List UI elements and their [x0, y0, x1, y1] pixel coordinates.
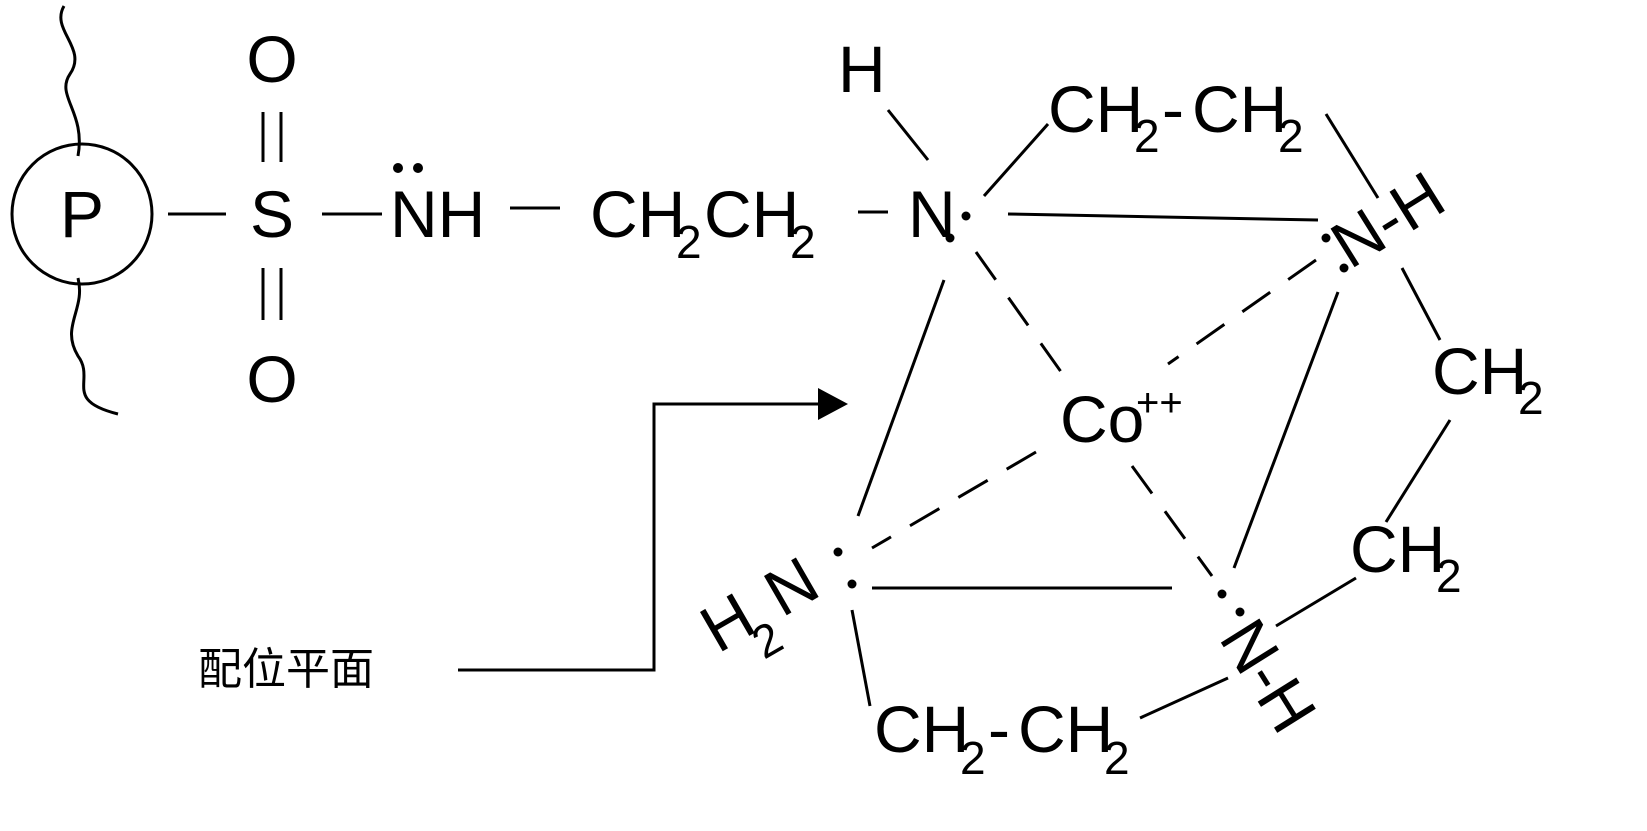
bond-bridge-nright: [1324, 113, 1380, 199]
top-bridge-sub-a: 2: [1134, 110, 1160, 162]
right-ch2-upper: CH: [1432, 334, 1527, 408]
polymer-chain-bottom: [70, 277, 119, 416]
polymer-chain-top: [59, 5, 81, 157]
n-top-hydrogen: H: [838, 32, 886, 106]
bond-nright-ch2-upper: [1400, 267, 1442, 341]
right-ch2-upper-sub: 2: [1518, 372, 1544, 424]
lone-pair-dot-1: [393, 163, 403, 173]
n-right-top: N-H: [1318, 157, 1457, 282]
bottom-bridge-ch2-a: CH: [874, 692, 969, 766]
dash-ntop-co: [974, 251, 1066, 377]
bond-n-top-h: [886, 109, 930, 161]
bottom-bridge-dash: -: [988, 692, 1010, 766]
linker-ch2-b: CH: [704, 177, 799, 251]
dash-nright-co: [1167, 258, 1317, 366]
annotation-arrow-head: [818, 388, 848, 420]
right-ch2-lower-sub: 2: [1436, 550, 1462, 602]
bottom-bridge-sub-a: 2: [960, 732, 986, 784]
top-bridge-ch2-b: CH: [1192, 72, 1287, 146]
amine-nh: NH: [390, 177, 485, 251]
n-top-dot-2: [945, 233, 955, 243]
top-bridge-dash: -: [1162, 72, 1184, 146]
oxygen-top: O: [246, 22, 297, 96]
lone-pair-dot-2: [413, 163, 423, 173]
n-top-dot-1: [961, 211, 971, 221]
bond-ch2-lower-nright-bottom: [1275, 576, 1357, 628]
linker-ch2-a: CH: [590, 177, 685, 251]
bottom-bridge-sub-b: 2: [1104, 732, 1130, 784]
polymer-label: P: [60, 177, 104, 251]
edge-ntop-nleft: [856, 279, 946, 517]
top-bridge-ch2-a: CH: [1048, 72, 1143, 146]
top-bridge-sub-b: 2: [1278, 110, 1304, 162]
n-right-bottom: N-H: [1206, 606, 1331, 745]
bond-ch2-upper-lower: [1384, 419, 1452, 523]
edge-ntop-nright: [1007, 212, 1319, 222]
annotation-arrow-line: [458, 402, 826, 672]
n-left-bottom-dot-2: [847, 579, 857, 589]
dash-co-nleft: [871, 450, 1037, 550]
right-ch2-lower: CH: [1350, 512, 1445, 586]
n-left-bottom-dot-1: [833, 547, 843, 557]
bond-bottom-bridge-nright: [1139, 676, 1229, 720]
linker-sub-b: 2: [790, 216, 816, 268]
bond-nleft-bottom-bridge: [850, 609, 872, 707]
polymer-circle: [10, 142, 154, 286]
bond-n-top-bridge: [982, 123, 1050, 197]
annotation-label: 配位平面: [198, 644, 374, 695]
n-right-bottom-dot-2: [1235, 607, 1245, 617]
dash-co-nrightbottom: [1130, 465, 1214, 577]
oxygen-bottom: O: [246, 342, 297, 416]
metal-symbol: Co: [1060, 382, 1144, 456]
linker-sub-a: 2: [676, 216, 702, 268]
bottom-bridge-ch2-b: CH: [1018, 692, 1113, 766]
metal-charge: ++: [1136, 381, 1183, 425]
sulfur-atom: S: [250, 177, 294, 251]
n-right-top-dot-2: [1339, 263, 1349, 273]
n-right-top-dot-1: [1321, 233, 1331, 243]
n-right-bottom-dot-1: [1217, 589, 1227, 599]
edge-nright-nrightbottom: [1232, 291, 1340, 569]
